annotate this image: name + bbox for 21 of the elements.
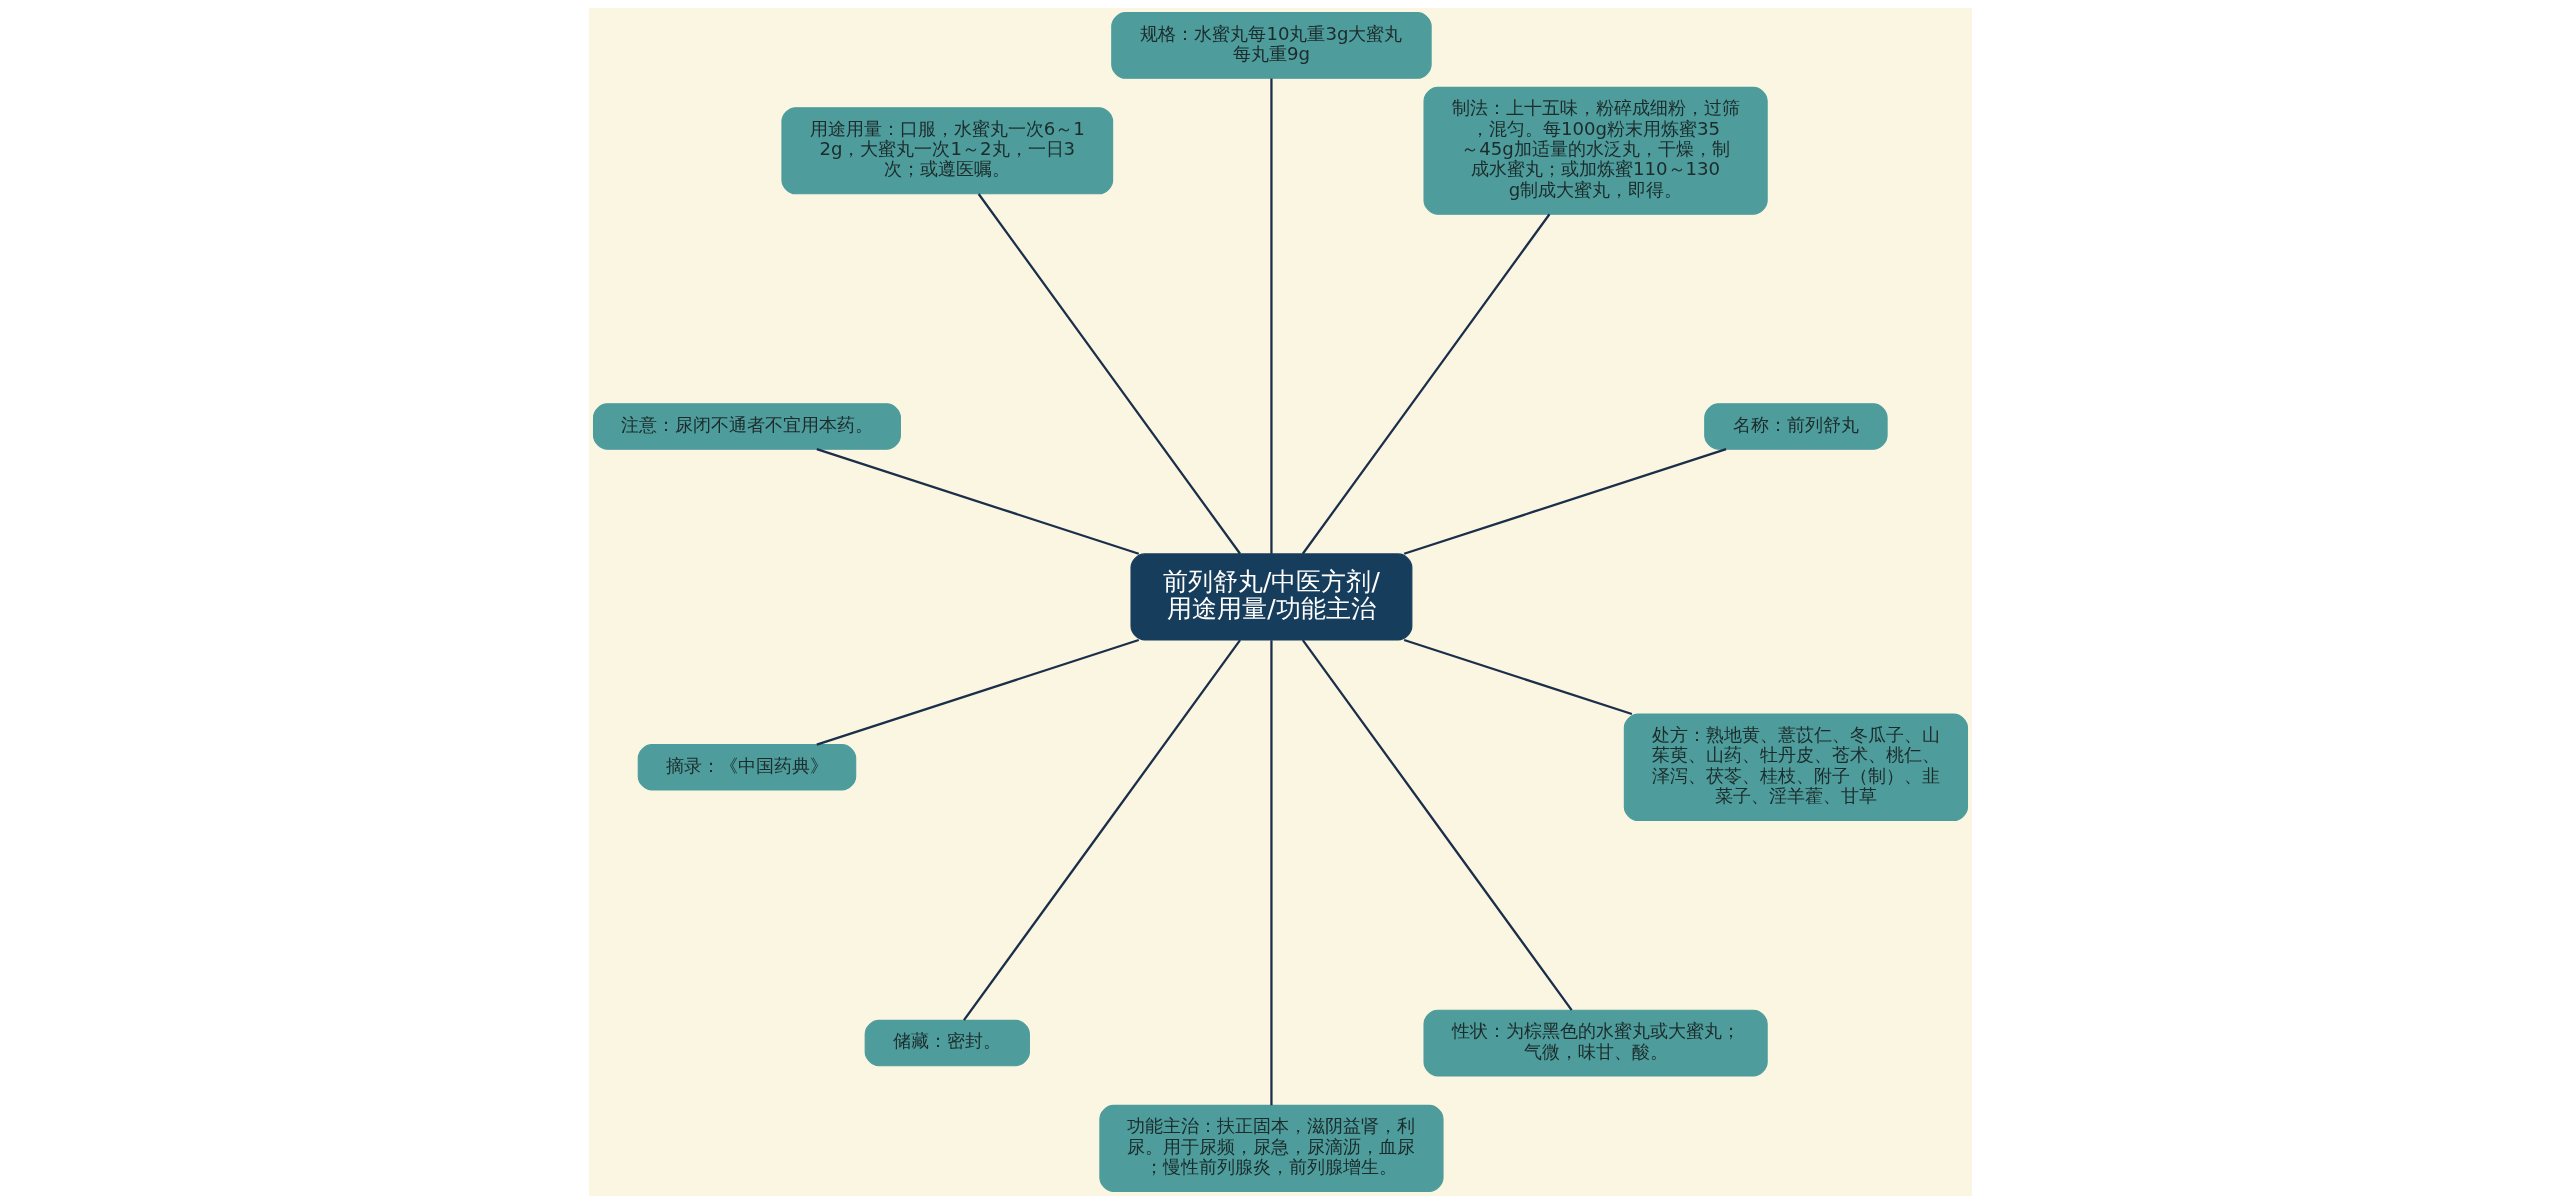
node-box: 规格：水蜜丸每10丸重3g大蜜丸每丸重9g (1110, 12, 1432, 79)
node-box: 性状：为棕黑色的水蜜丸或大蜜丸；气微，味甘、酸。 (1422, 1009, 1768, 1077)
node-box: 储藏：密封。 (864, 1019, 1030, 1067)
connector (977, 193, 1241, 555)
connector (962, 639, 1241, 1021)
node-box: 功能主治：扶正固本，滋阴益肾，利尿。用于尿频，尿急，尿滴沥，血尿；慢性前列腺炎，前列腺增生。 (1098, 1104, 1444, 1192)
node-box: 前列舒丸/中医方剂/用途用量/功能主治 (1129, 553, 1412, 641)
node-box: 制法：上十五味，粉碎成细粉，过筛，混匀。每100g粉末用炼蜜35～45g加适量的水泛丸，干燥，制成水蜜丸；或加炼蜜110～130g制成大蜜丸，即得。 (1422, 86, 1768, 215)
node-box: 注意：尿闭不通者不宜用本药。 (592, 403, 901, 450)
connector (1301, 639, 1573, 1011)
node-box: 处方：熟地黄、薏苡仁、冬瓜子、山茱萸、山药、牡丹皮、苍术、桃仁、泽泻、茯苓、桂枝、附子（制）、韭菜子、淫羊藿、甘草 (1623, 713, 1968, 822)
connector (1301, 213, 1550, 555)
connector (1403, 448, 1726, 555)
connector (815, 448, 1139, 555)
node-box: 摘录：《中国药典》 (637, 744, 856, 791)
connector (1269, 78, 1273, 554)
connector (815, 638, 1139, 746)
connector (1403, 638, 1632, 716)
node-box: 用途用量：口服，水蜜丸一次6～12g，大蜜丸一次1～2丸，一日3次；或遵医嘱。 (780, 107, 1113, 195)
connector (1269, 640, 1273, 1106)
node-box: 名称：前列舒丸 (1703, 403, 1888, 450)
